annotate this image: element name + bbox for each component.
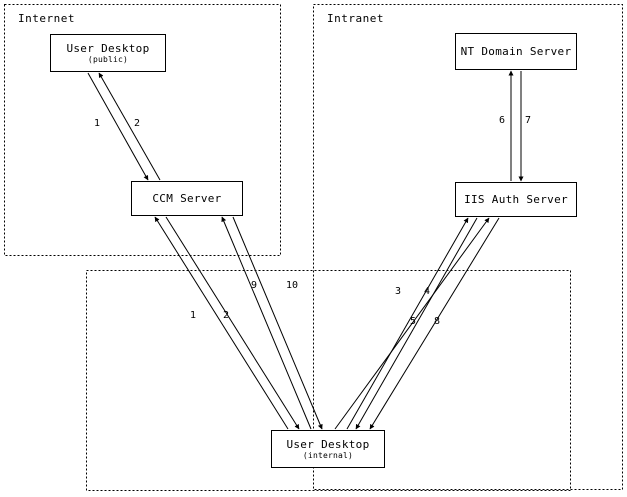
edge-step-label-2-1: 2	[134, 118, 141, 129]
edge-1-ccm-to-internal	[154, 216, 289, 430]
edge-3-internal-to-iis	[346, 217, 469, 430]
edge-step-label-3-8: 3	[395, 286, 402, 297]
node-subtitle-user-desktop-public: (public)	[87, 54, 129, 64]
edge-step-label-8-11: 8	[434, 316, 441, 327]
edge-1-public-to-ccm	[87, 72, 149, 181]
edge-step-label-4-9: 4	[424, 286, 431, 297]
node-nt-domain-server[interactable]: NT Domain Server	[455, 33, 577, 70]
zone-boundary-intranet	[313, 4, 623, 490]
edge-2-internal-to-ccm	[165, 216, 300, 430]
node-title-user-desktop-public: User Desktop	[66, 41, 150, 55]
node-subtitle-user-desktop-internal: (internal)	[302, 450, 354, 460]
edge-step-label-6-2: 6	[499, 115, 506, 126]
node-ccm-server[interactable]: CCM Server	[131, 181, 243, 216]
zone-boundary-internal-lan	[86, 270, 571, 491]
edge-step-label-1-0: 1	[94, 118, 101, 129]
edge-step-label-2-5: 2	[223, 310, 230, 321]
edge-step-label-1-4: 1	[190, 310, 197, 321]
edge-4-iis-to-internal	[355, 217, 478, 430]
edge-8-iis-to-internal	[369, 217, 500, 430]
node-title-user-desktop-internal: User Desktop	[286, 437, 370, 451]
edge-5-internal-to-iis	[334, 217, 490, 430]
zone-label-internet: Internet	[18, 12, 75, 25]
edge-step-label-7-3: 7	[525, 115, 532, 126]
edge-step-label-9-6: 9	[251, 280, 258, 291]
node-title-ccm-server: CCM Server	[152, 192, 222, 205]
edge-step-label-5-10: 5	[410, 316, 417, 327]
edge-10-internal-to-ccm	[232, 216, 323, 430]
edge-9-ccm-to-internal	[221, 216, 312, 430]
node-iis-auth-server[interactable]: IIS Auth Server	[455, 182, 577, 217]
zone-boundaries-layer	[4, 4, 623, 491]
node-user-desktop-public[interactable]: User Desktop(public)	[50, 34, 166, 72]
edges-layer	[87, 70, 524, 430]
node-title-iis-auth-server: IIS Auth Server	[464, 193, 568, 206]
node-title-nt-domain-server: NT Domain Server	[460, 45, 572, 58]
zone-label-intranet: Intranet	[327, 12, 384, 25]
edge-2-ccm-to-public	[98, 72, 161, 181]
zone-boundary-internet	[4, 4, 281, 256]
node-user-desktop-internal[interactable]: User Desktop(internal)	[271, 430, 385, 468]
edge-step-label-10-7: 10	[286, 280, 299, 291]
